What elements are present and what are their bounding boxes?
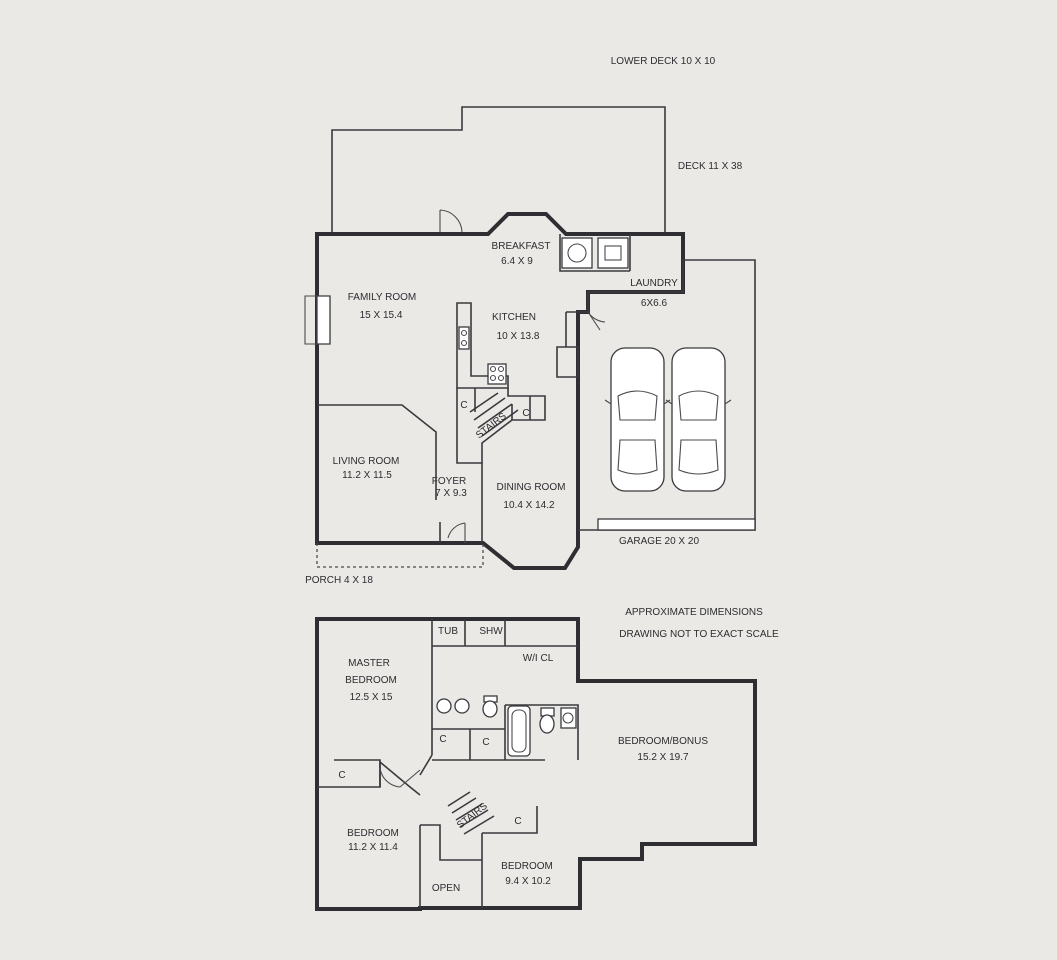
sink-icon — [458, 326, 470, 350]
tub-label: TUB — [438, 626, 458, 637]
dryer-icon — [597, 237, 629, 269]
laundry-door-swing — [587, 311, 606, 331]
breakfast-dimensions: 6.4 X 9 — [501, 256, 533, 267]
stairs-label: STAIRS — [455, 801, 490, 832]
washer-icon — [561, 237, 593, 269]
living-room-dimensions: 11.2 X 11.5 — [342, 470, 392, 481]
not-to-scale-note: DRAWING NOT TO EXACT SCALE — [619, 629, 779, 640]
garage-outline — [578, 259, 756, 531]
toilet-icon — [539, 707, 555, 734]
refrigerator-icon — [556, 346, 579, 378]
double-sink-icon — [436, 698, 470, 714]
dryer-door — [604, 245, 622, 261]
master-bedroom-label-line2: BEDROOM — [345, 675, 397, 686]
sink-icon — [560, 707, 577, 729]
kitchen-wall-east — [565, 311, 578, 347]
bonus-room-dimensions: 15.2 X 19.7 — [637, 752, 689, 763]
bedroom-label: BEDROOM — [347, 828, 399, 839]
tub-shower-divider — [464, 619, 506, 646]
closet-wall — [334, 759, 381, 787]
bedroom-label: BEDROOM — [501, 861, 553, 872]
hall-closet-wall — [432, 729, 505, 761]
shower-label: SHW — [479, 626, 503, 637]
car-icon — [665, 347, 732, 492]
bedroom3-wall — [470, 806, 538, 908]
family-room-dimensions: 15 X 15.4 — [360, 310, 403, 321]
family-room-label: FAMILY ROOM — [348, 292, 417, 303]
range-icon — [487, 363, 507, 385]
toilet-icon — [482, 695, 498, 718]
dining-room-label: DINING ROOM — [497, 482, 566, 493]
lower-deck-label: LOWER DECK 10 X 10 — [611, 56, 716, 67]
second-floor-exterior-wall — [315, 617, 757, 911]
laundry-wall — [559, 234, 631, 272]
dining-room-dimensions: 10.4 X 14.2 — [503, 500, 555, 511]
deck-label: DECK 11 X 38 — [678, 161, 743, 172]
master-bedroom-dimensions: 12.5 X 15 — [350, 692, 393, 703]
closet-label: C — [522, 408, 529, 419]
living-room-label: LIVING ROOM — [333, 456, 400, 467]
bedroom-dimensions: 9.4 X 10.2 — [505, 876, 551, 887]
stairs — [447, 791, 495, 835]
breakfast-label: BREAKFAST — [492, 241, 551, 252]
bathtub-icon — [507, 705, 531, 757]
foyer-dimensions: 7 X 9.3 — [435, 488, 467, 499]
deck-door-swing — [439, 209, 463, 233]
bedroom-dimensions: 11.2 X 11.4 — [348, 842, 398, 853]
garage-label: GARAGE 20 X 20 — [619, 536, 699, 547]
front-door-swing — [447, 522, 466, 543]
fireplace-icon — [316, 295, 331, 345]
washer-drum — [567, 243, 587, 263]
first-floor-labels: LOWER DECK 10 X 10 DECK 11 X 38 BREAKFAS… — [305, 56, 779, 640]
laundry-label: LAUNDRY — [630, 278, 678, 289]
approximate-dimensions-note: APPROXIMATE DIMENSIONS — [625, 607, 763, 618]
master-bath-wall — [419, 619, 578, 776]
stairs — [469, 392, 519, 437]
closet-label: C — [439, 734, 446, 745]
first-floor-plan — [304, 106, 756, 570]
walk-in-closet-label: W/I CL — [523, 653, 554, 664]
closet-wall — [474, 388, 531, 420]
car-icon — [604, 347, 671, 492]
master-bedroom-label: MASTER — [348, 658, 390, 669]
living-room-wall — [317, 404, 441, 543]
second-floor-plan — [315, 617, 757, 911]
closet-label: C — [338, 770, 345, 781]
bath-wall — [504, 704, 579, 761]
kitchen-label: KITCHEN — [492, 312, 536, 323]
deck-outline — [331, 106, 666, 233]
closet-label: C — [482, 737, 489, 748]
porch-outline — [316, 543, 484, 568]
bonus-room-label: BEDROOM/BONUS — [618, 736, 708, 747]
porch-label: PORCH 4 X 18 — [305, 575, 373, 586]
closet-label: C — [514, 816, 521, 827]
kitchen-dimensions: 10 X 13.8 — [497, 331, 540, 342]
open-area-label: OPEN — [432, 883, 460, 894]
laundry-dimensions: 6X6.6 — [641, 298, 668, 309]
garage-door — [597, 518, 756, 531]
foyer-label: FOYER — [432, 476, 466, 487]
door-swing — [379, 767, 421, 788]
closet-label: C — [460, 400, 467, 411]
